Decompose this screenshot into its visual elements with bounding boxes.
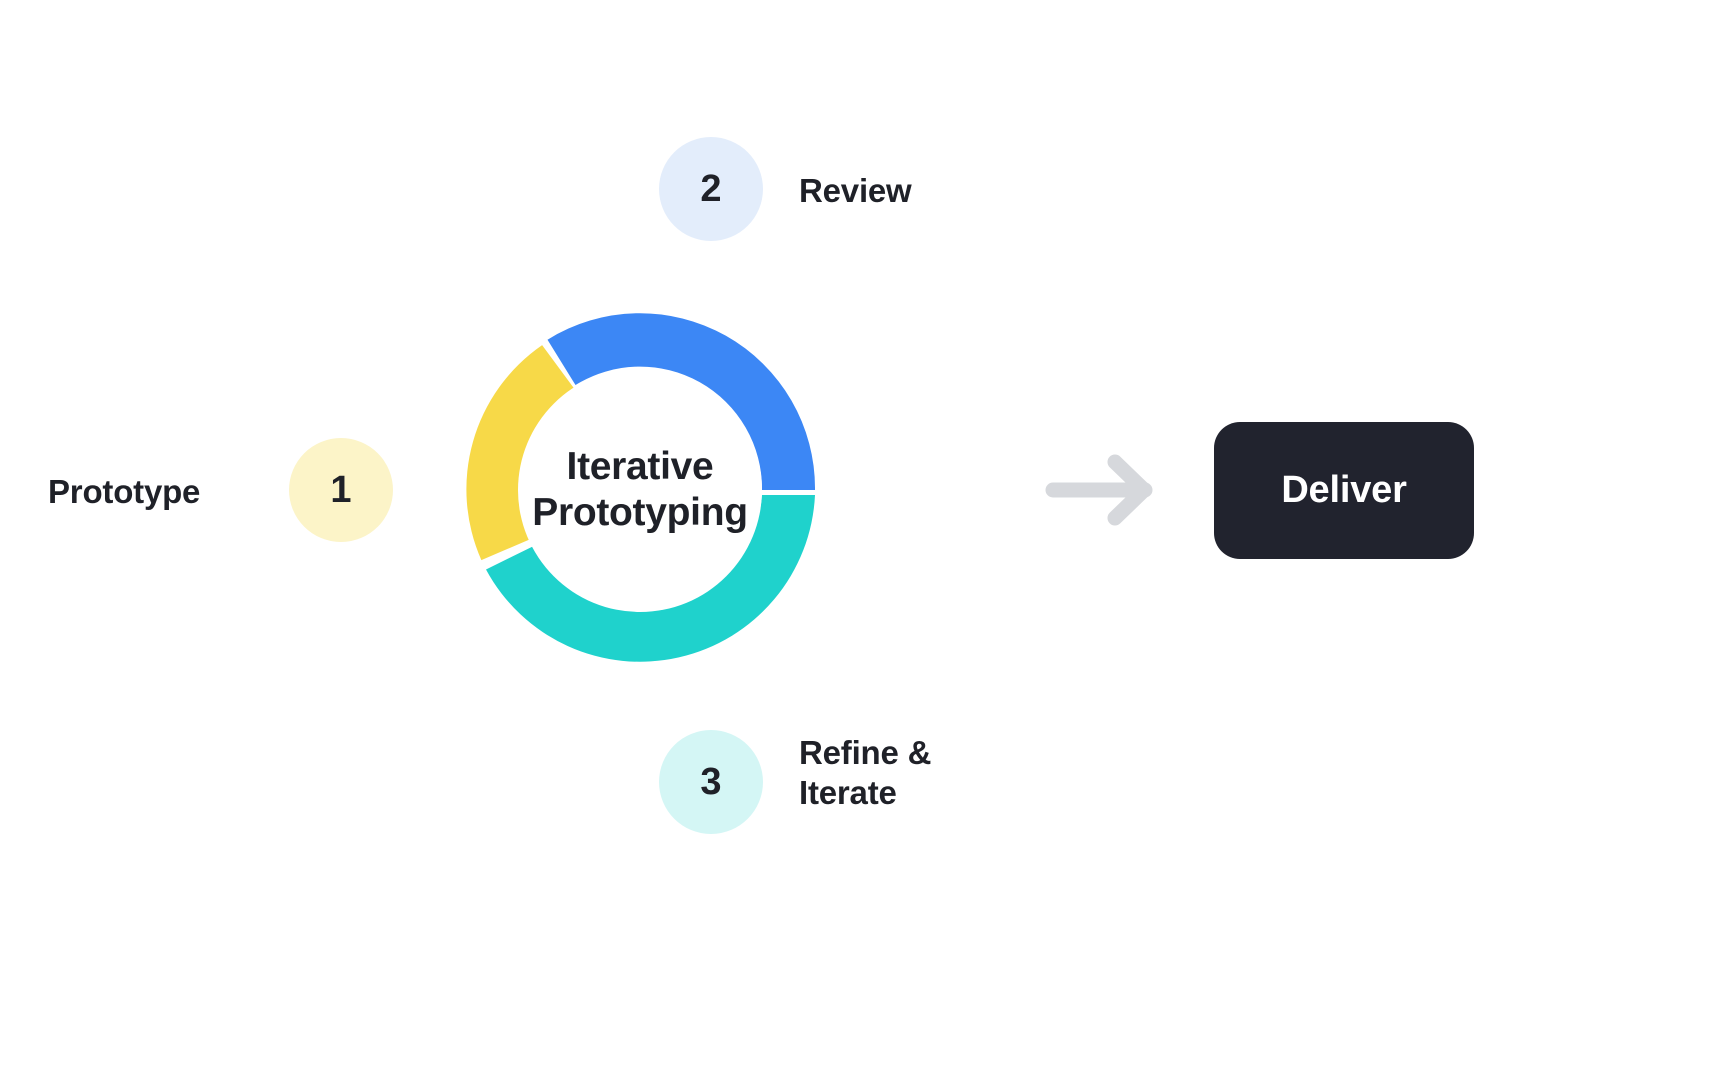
step-badge-2-number: 2 [700,167,722,210]
deliver-button[interactable]: Deliver [1214,422,1474,559]
step-badge-3[interactable]: 3 [659,730,763,834]
deliver-button-label: Deliver [1281,469,1407,511]
arrow-right-icon [1045,454,1153,526]
step-badge-1-number: 1 [330,468,352,511]
step-badge-3-number: 3 [700,760,722,803]
donut-segment-refine-iterate[interactable] [486,495,815,662]
step-badge-1[interactable]: 1 [289,438,393,542]
donut-center-hole [518,368,762,612]
step-label-refine-iterate: Refine & Iterate [799,734,932,812]
donut-segment-review[interactable] [547,313,816,490]
donut-segment-prototype[interactable] [466,345,575,561]
iterative-cycle-donut: Iterative Prototyping [440,290,840,690]
step-label-prototype: Prototype [48,473,201,510]
step-badge-2[interactable]: 2 [659,137,763,241]
donut-chart-svg [466,313,816,662]
step-label-review: Review [799,172,912,209]
